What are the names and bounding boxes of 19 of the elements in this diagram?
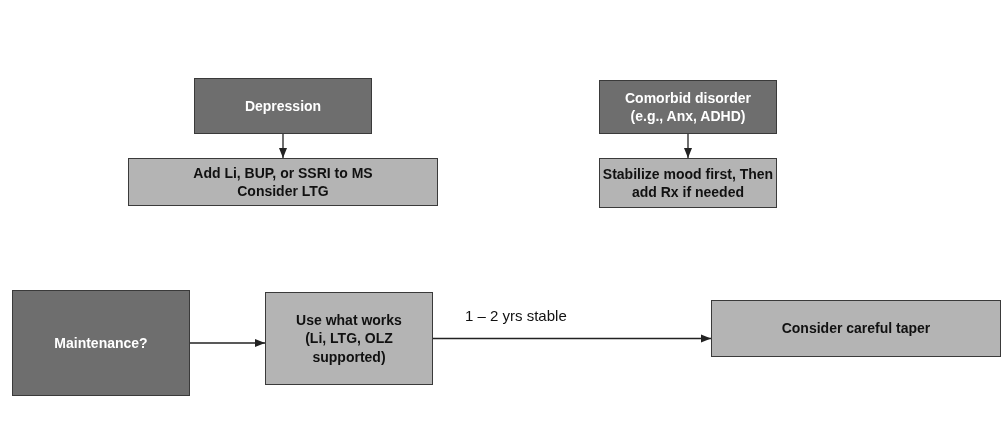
- arrow: [683, 133, 693, 159]
- arrow: [189, 338, 266, 348]
- process-box: [194, 78, 372, 134]
- process-box: [12, 290, 190, 396]
- arrow: [278, 133, 288, 159]
- box-text: Use what works (Li, LTG, OLZ supported): [295, 311, 403, 366]
- arrow: [432, 334, 712, 343]
- box-text: Depression: [244, 96, 322, 116]
- process-box: [599, 158, 777, 208]
- process-box: [711, 300, 1001, 357]
- box-text: Comorbid disorder (e.g., Anx, ADHD): [624, 88, 752, 126]
- process-box: [128, 158, 438, 206]
- box-text: Consider careful taper: [781, 319, 931, 338]
- box-text: Add Li, BUP, or SSRI to MS Consider LTG: [192, 163, 374, 201]
- box-text: Stabilize mood first, Then add Rx if needed: [601, 164, 775, 202]
- process-box: [599, 80, 777, 134]
- process-box: [265, 292, 433, 385]
- box-text: Maintenance?: [54, 333, 148, 353]
- edge-label: 1 – 2 yrs stable: [465, 306, 567, 324]
